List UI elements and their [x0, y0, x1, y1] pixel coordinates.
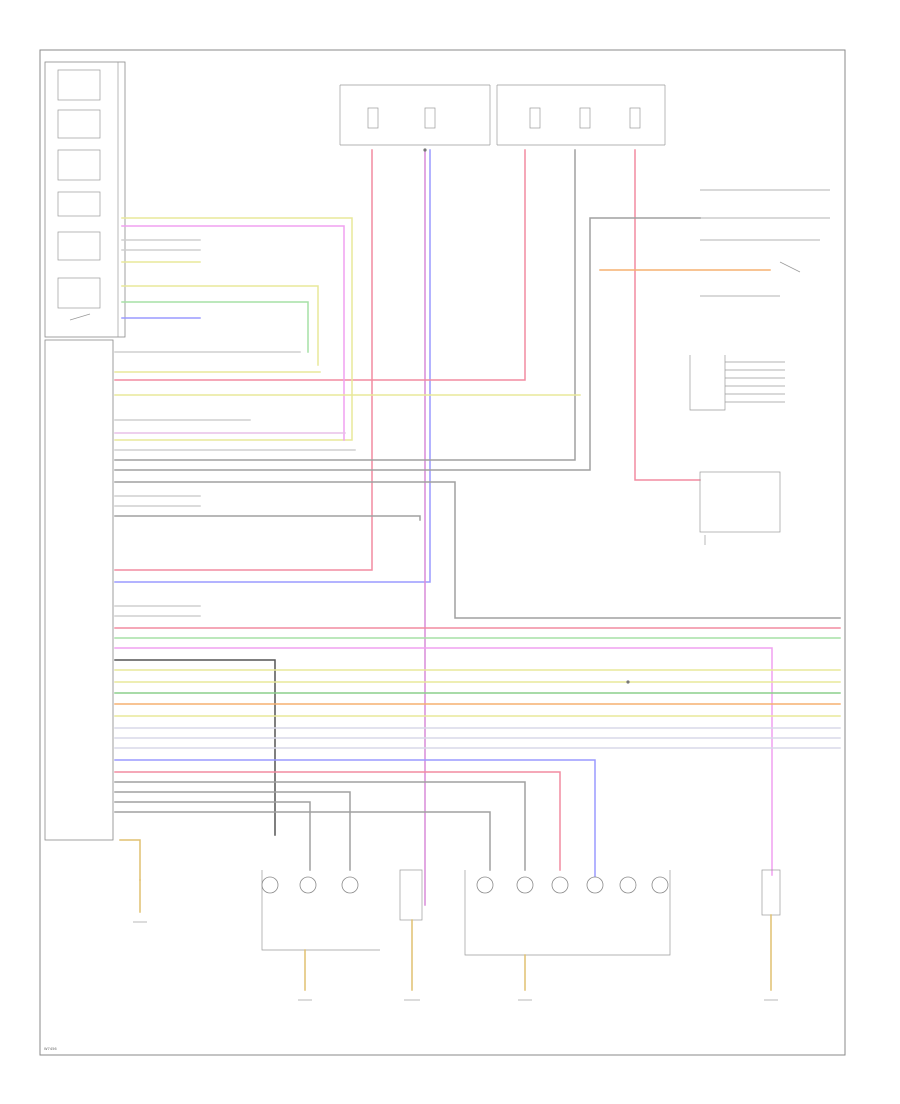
lamp-assembly-center [399, 869, 423, 1001]
bus-wires [114, 605, 841, 881]
lamp-assembly-left [261, 870, 380, 1001]
supply-wires [114, 149, 701, 906]
splice-point [626, 680, 630, 684]
footer-code: W7456 [44, 1047, 57, 1051]
lamp-assembly-right [464, 870, 671, 1001]
control-module [44, 339, 114, 841]
ground-left [133, 879, 147, 923]
panel-wires [114, 217, 353, 441]
module-wires [114, 217, 841, 619]
splice-point [423, 148, 427, 152]
right-components [599, 189, 830, 545]
lamp-assembly-far-right [761, 869, 781, 1001]
fuse-block [339, 84, 666, 146]
diagram-frame [39, 49, 846, 1056]
switch-panel [44, 61, 126, 338]
